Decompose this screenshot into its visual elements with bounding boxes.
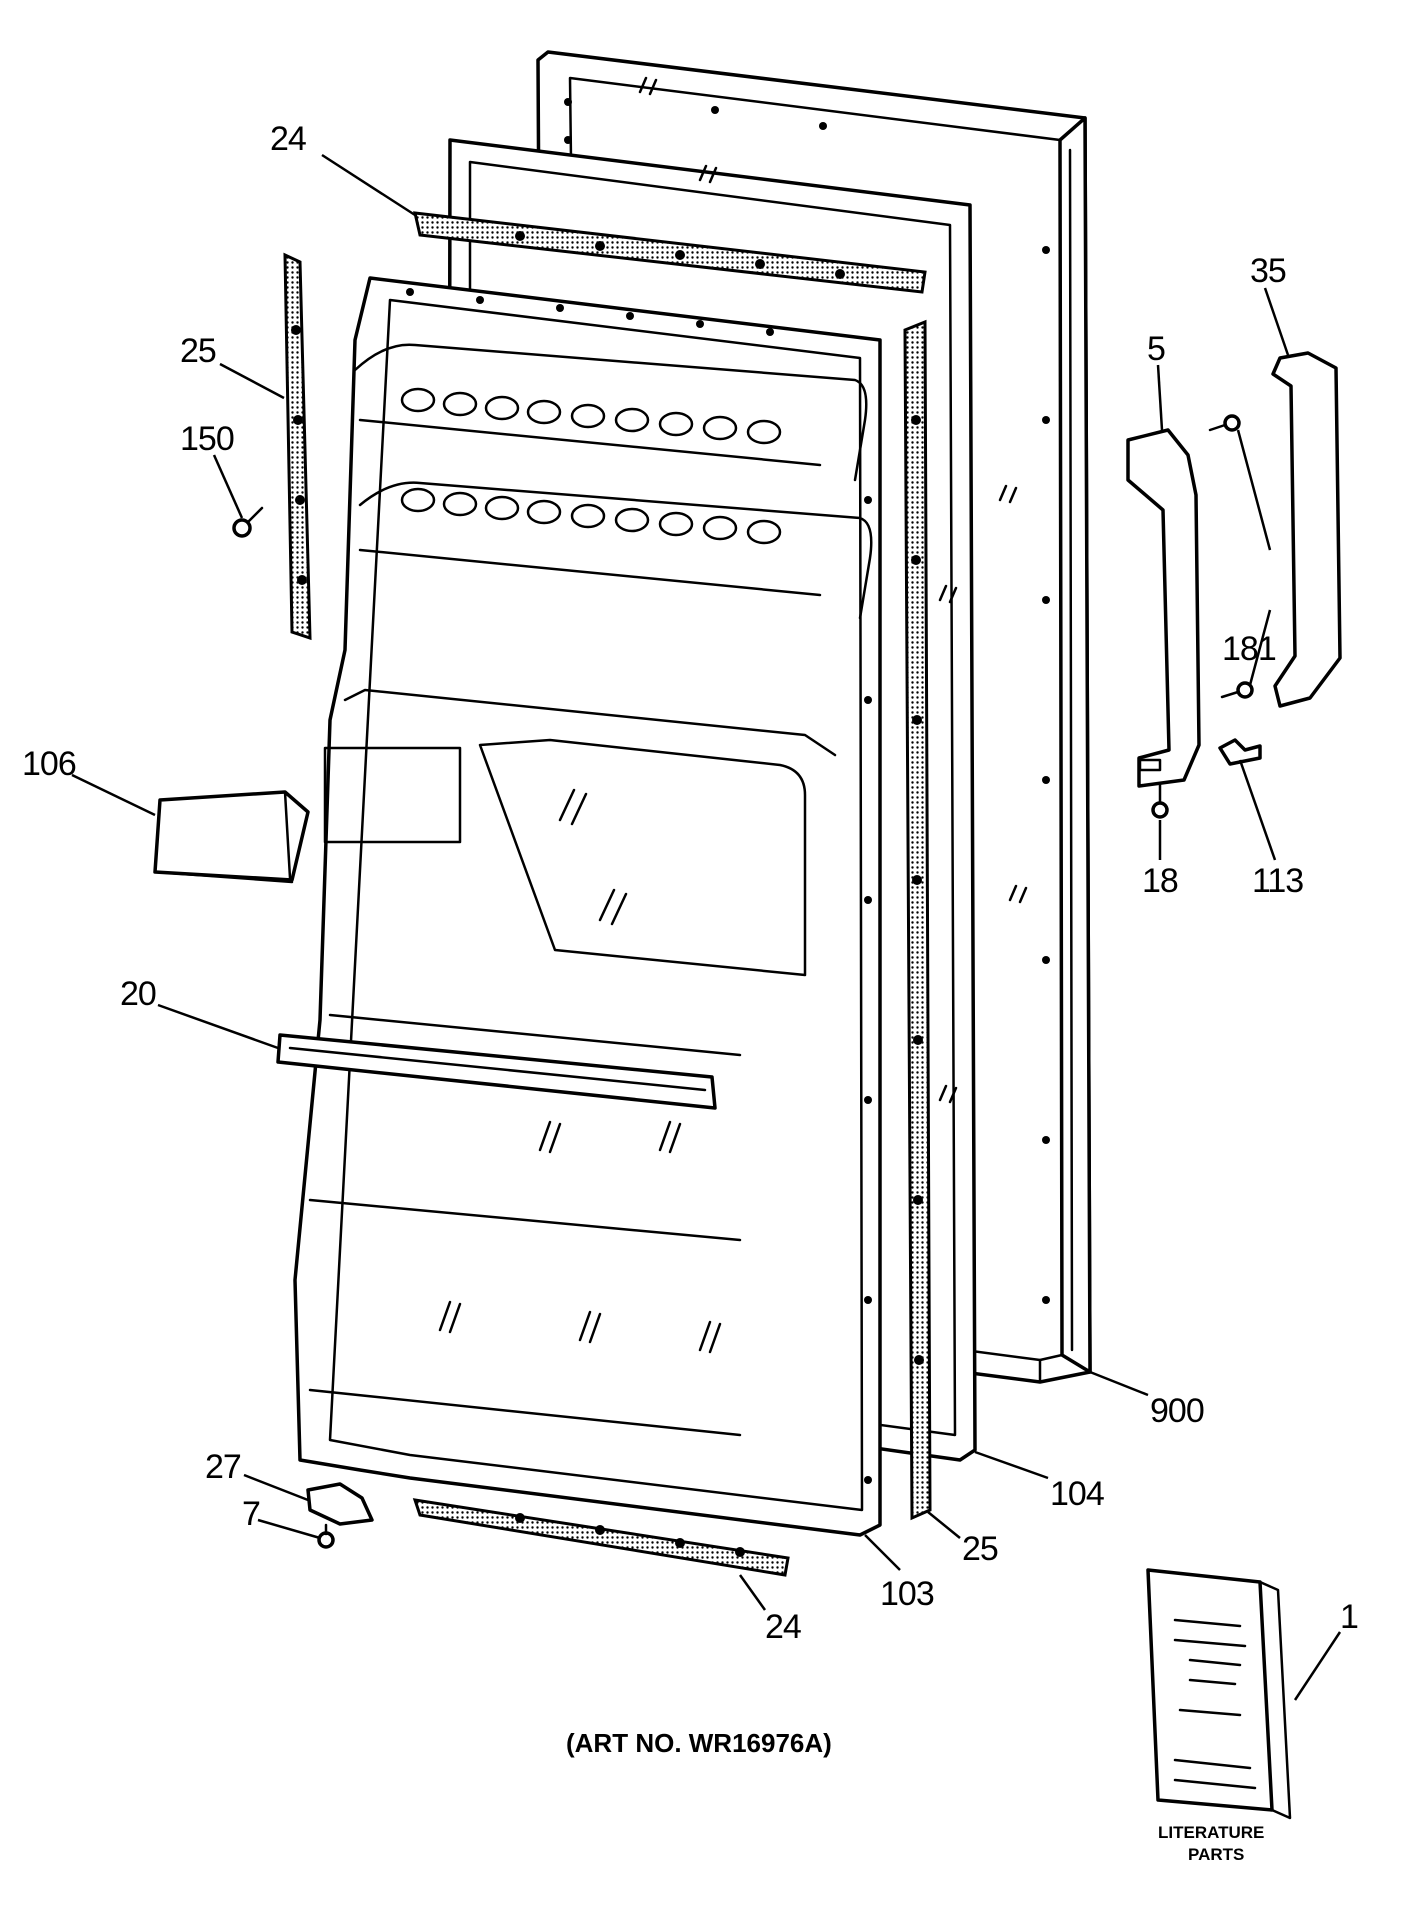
- handle: [1271, 351, 1342, 708]
- callout-7: 7: [242, 1495, 260, 1533]
- gasket-strip-bottom: [412, 1498, 790, 1577]
- screw-150: [232, 506, 264, 538]
- callout-35: 35: [1250, 252, 1286, 290]
- callout-104: 104: [1050, 1475, 1104, 1513]
- screw-7: [317, 1523, 335, 1549]
- door-liner: [293, 276, 882, 1537]
- dairy-cover: [153, 790, 310, 884]
- screws-181: [1208, 414, 1254, 699]
- callout-25-right: 25: [962, 1530, 998, 1568]
- callout-25-left: 25: [180, 332, 216, 370]
- callout-5: 5: [1147, 330, 1165, 368]
- gasket-strip-left: [283, 252, 312, 641]
- gasket-strip-top: [413, 211, 927, 294]
- callout-1: 1: [1340, 1598, 1358, 1636]
- literature-label-line1: LITERATURE: [1158, 1823, 1264, 1842]
- screw-18: [1151, 783, 1169, 819]
- clip-113: [1218, 738, 1262, 766]
- callout-181: 181: [1222, 630, 1276, 668]
- callout-900: 900: [1150, 1392, 1204, 1430]
- hinge-bracket: [306, 1482, 374, 1526]
- art-number-caption: (ART NO. WR16976A): [566, 1728, 832, 1758]
- callout-27: 27: [205, 1448, 241, 1486]
- leader-lines: [71, 153, 1342, 1701]
- literature-booklet: [1146, 1568, 1292, 1820]
- handle-mount: [1126, 428, 1201, 788]
- callout-150: 150: [180, 420, 234, 458]
- callout-113: 113: [1252, 862, 1303, 900]
- gasket-strip-right: [903, 319, 932, 1521]
- callout-24-bottom: 24: [765, 1608, 801, 1646]
- callout-24-top: 24: [270, 120, 306, 158]
- callout-106: 106: [22, 745, 76, 783]
- callout-103: 103: [880, 1575, 934, 1613]
- shelf-bar: [276, 1033, 717, 1110]
- callout-20: 20: [120, 975, 156, 1013]
- literature-label-line2: PARTS: [1188, 1845, 1244, 1864]
- callout-18: 18: [1142, 862, 1178, 900]
